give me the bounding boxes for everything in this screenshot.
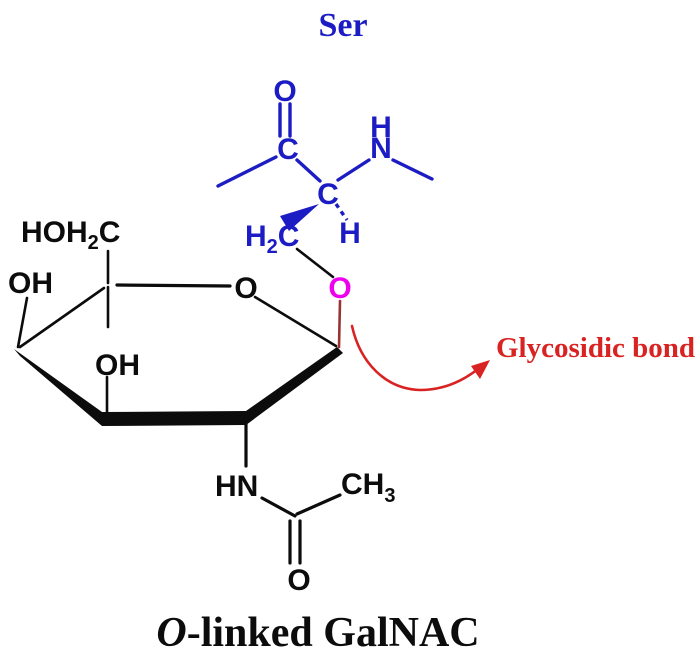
n-acetyl-group: HN CH3 O bbox=[215, 421, 395, 597]
bond-hn-carbonyl bbox=[260, 496, 297, 518]
galnac-ring: HOH2C OH O OH bbox=[8, 216, 343, 426]
glycosidic-linkage: O bbox=[295, 247, 352, 349]
alpha-carbon-label: C bbox=[317, 178, 339, 211]
arrow-head-icon bbox=[471, 360, 490, 379]
bond-hash-alpha-h bbox=[334, 203, 349, 221]
bond-c4-oh bbox=[16, 296, 29, 349]
bond-nitrogen-right-chain bbox=[391, 158, 434, 181]
bond-c3-c2-bold bbox=[102, 411, 246, 426]
bond-ch2-glycosidic-o bbox=[295, 247, 335, 279]
carbonyl-oxygen-label: O bbox=[273, 75, 296, 108]
ch2-group-label: H2C bbox=[245, 220, 299, 258]
bond-carbonyl-ch3 bbox=[295, 493, 342, 516]
bond-alpha-nitrogen bbox=[336, 158, 371, 182]
bond-wedge-alpha-ch2 bbox=[280, 204, 319, 231]
bond-glycosidic-o-anomeric bbox=[337, 299, 342, 349]
bond-c5-ring-o bbox=[115, 283, 232, 288]
arrow-curve bbox=[350, 324, 480, 392]
bond-c4-c3-bold bbox=[14, 349, 102, 426]
ring-oxygen-label: O bbox=[234, 272, 257, 305]
c3-hydroxyl-label: OH bbox=[95, 349, 140, 382]
acetamido-ch3-label: CH3 bbox=[341, 468, 395, 507]
carbonyl-carbon-label: C bbox=[277, 133, 299, 166]
serine-residue: O C H N C H H2C bbox=[216, 75, 434, 258]
bond-ring-o-c1 bbox=[253, 295, 338, 348]
amide-hydrogen-label: H bbox=[370, 111, 392, 144]
alpha-hydrogen-label: H bbox=[339, 217, 361, 250]
c4-hydroxyl-label: OH bbox=[8, 267, 53, 300]
bond-c4-c5 bbox=[18, 286, 106, 349]
glycosidic-oxygen-label: O bbox=[328, 272, 351, 305]
bond-c2-c1-bold bbox=[246, 347, 343, 425]
acetamido-oxygen-label: O bbox=[287, 564, 310, 597]
bond-carbonyl-left-chain bbox=[216, 155, 278, 188]
acetamido-hn-label: HN bbox=[215, 470, 258, 503]
glycosidic-bond-pointer bbox=[350, 324, 490, 392]
glycosidic-bond-annotation: Glycosidic bond bbox=[496, 332, 695, 364]
figure-caption: O-linked GalNAC bbox=[156, 610, 479, 656]
hoh2c-group-label: HOH2C bbox=[21, 216, 120, 254]
bond-carbonyl-alpha bbox=[295, 158, 322, 183]
serine-title: Ser bbox=[318, 7, 367, 44]
amide-nitrogen-label: N bbox=[370, 132, 392, 165]
